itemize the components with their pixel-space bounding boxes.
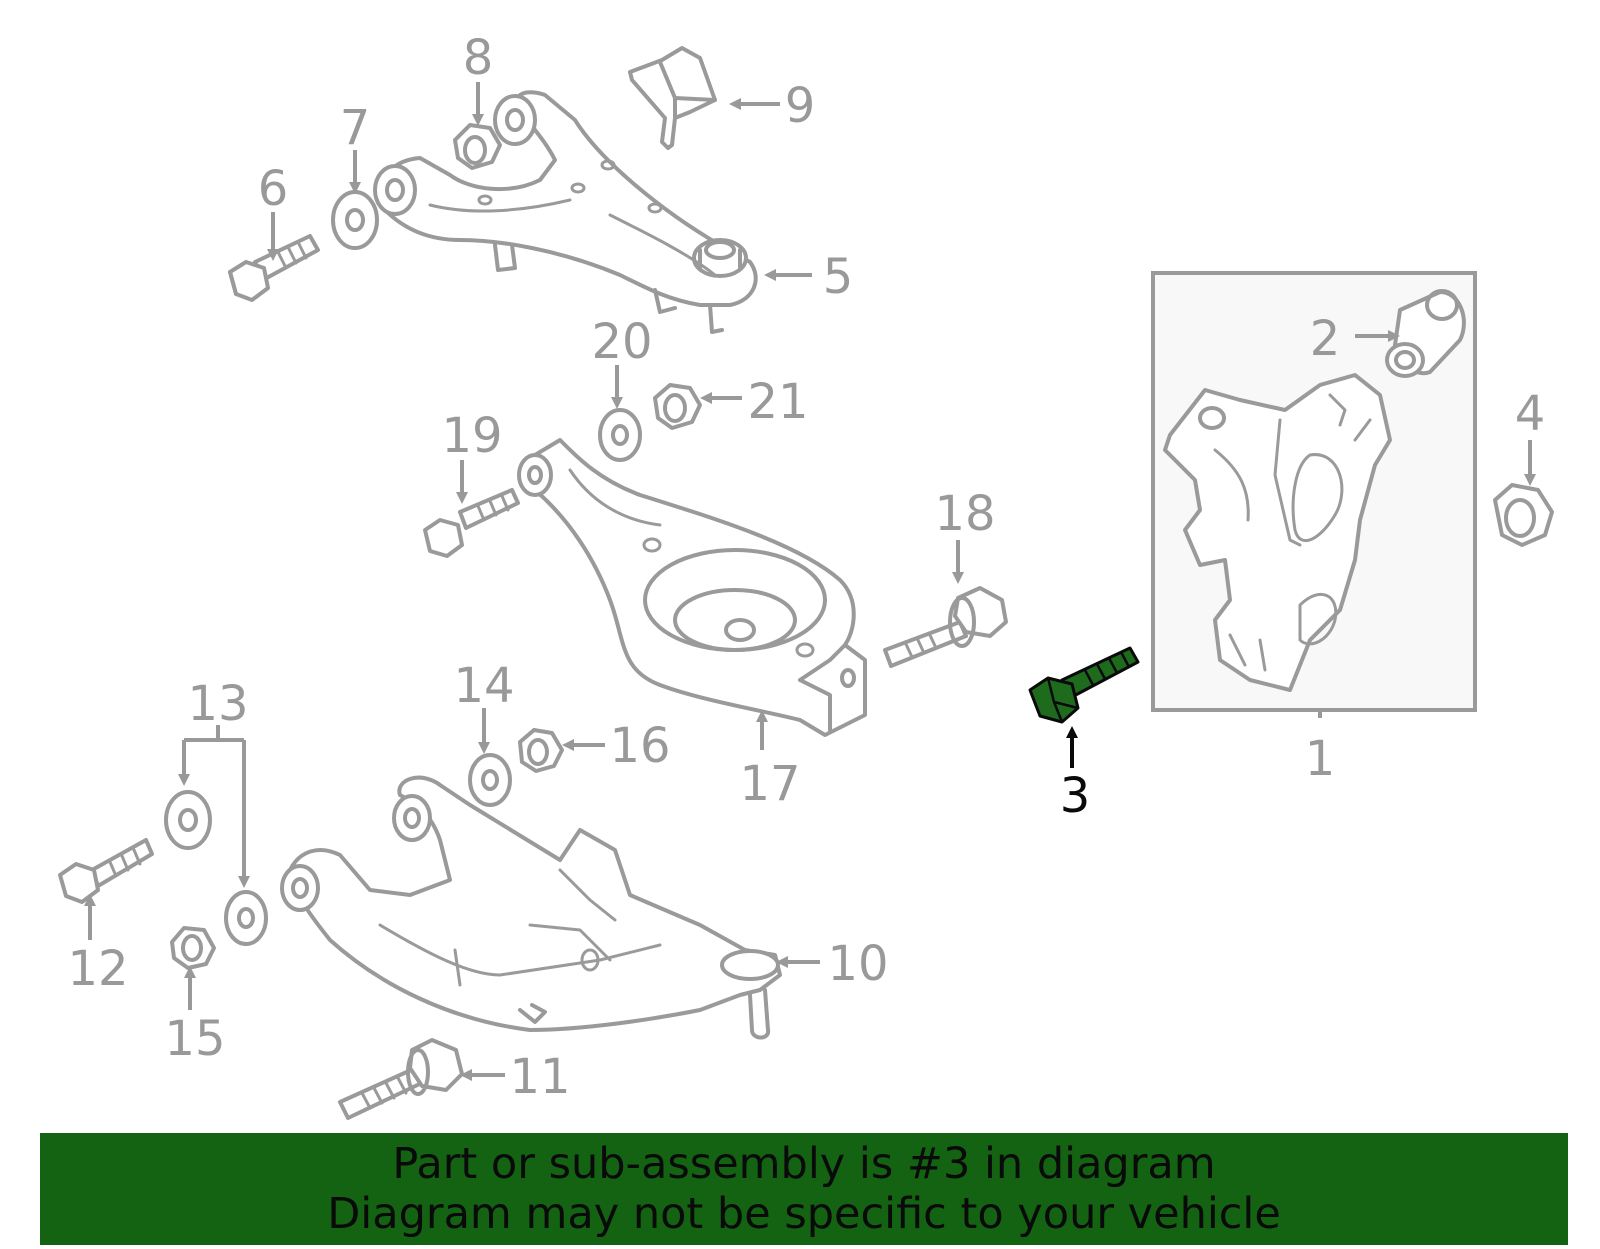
washer-part-14[interactable] bbox=[468, 753, 512, 807]
bolt-part-18[interactable] bbox=[883, 586, 1008, 668]
callout-label-9: 9 bbox=[785, 78, 816, 134]
nut-part-8[interactable] bbox=[453, 123, 502, 170]
callout-label-14: 14 bbox=[453, 658, 514, 714]
washer-part-7[interactable] bbox=[331, 190, 379, 250]
callout-label-1: 1 bbox=[1305, 731, 1336, 787]
nut-part-21[interactable] bbox=[653, 383, 702, 430]
bolt-part-19[interactable] bbox=[423, 488, 520, 558]
callout-label-8: 8 bbox=[463, 30, 494, 86]
callout-label-15: 15 bbox=[164, 1011, 225, 1067]
nut-part-15[interactable] bbox=[170, 926, 216, 970]
washer-part-20[interactable] bbox=[598, 408, 642, 462]
callout-label-6: 6 bbox=[258, 161, 289, 217]
callout-label-20: 20 bbox=[591, 314, 652, 370]
bolt-part-3-highlighted[interactable] bbox=[1028, 646, 1140, 724]
callout-label-16: 16 bbox=[609, 718, 670, 774]
callout-label-19: 19 bbox=[441, 408, 502, 464]
banner-line-disclaimer: Diagram may not be specific to your vehi… bbox=[327, 1189, 1281, 1239]
callout-label-10: 10 bbox=[827, 936, 888, 992]
callout-label-11: 11 bbox=[509, 1049, 570, 1105]
callout-labels: 1 2 3 4 5 6 7 8 9 10 11 12 13 14 15 16 1… bbox=[67, 30, 1545, 1105]
callout-label-13: 13 bbox=[187, 676, 248, 732]
callout-label-18: 18 bbox=[934, 486, 995, 542]
callout-label-3: 3 bbox=[1060, 768, 1091, 824]
callout-label-21: 21 bbox=[747, 374, 808, 430]
bolt-part-6[interactable] bbox=[228, 234, 320, 302]
washer-part-13-lower[interactable] bbox=[224, 890, 268, 946]
leader-arrows bbox=[84, 82, 1536, 1081]
washer-part-13-upper[interactable] bbox=[164, 790, 212, 850]
bracket-part-9[interactable] bbox=[628, 46, 717, 150]
callout-label-17: 17 bbox=[739, 756, 800, 812]
callout-label-4: 4 bbox=[1515, 386, 1546, 442]
bolt-part-11[interactable] bbox=[338, 1038, 464, 1120]
upper-control-arm-part-5[interactable] bbox=[373, 90, 758, 334]
nut-part-16[interactable] bbox=[518, 728, 564, 773]
nut-part-4[interactable] bbox=[1493, 483, 1554, 547]
bushing-part-2[interactable] bbox=[1385, 289, 1466, 378]
callout-label-12: 12 bbox=[67, 941, 128, 997]
callout-label-2: 2 bbox=[1310, 311, 1341, 367]
callout-label-7: 7 bbox=[340, 100, 371, 156]
lower-arm-part-10[interactable] bbox=[280, 775, 782, 1040]
lower-control-arm-part-17[interactable] bbox=[517, 438, 867, 737]
banner-line-part-number: Part or sub-assembly is #3 in diagram bbox=[392, 1139, 1216, 1189]
bolt-part-12[interactable] bbox=[58, 838, 154, 904]
info-banner: Part or sub-assembly is #3 in diagram Di… bbox=[40, 1133, 1568, 1245]
callout-label-5: 5 bbox=[823, 249, 854, 305]
